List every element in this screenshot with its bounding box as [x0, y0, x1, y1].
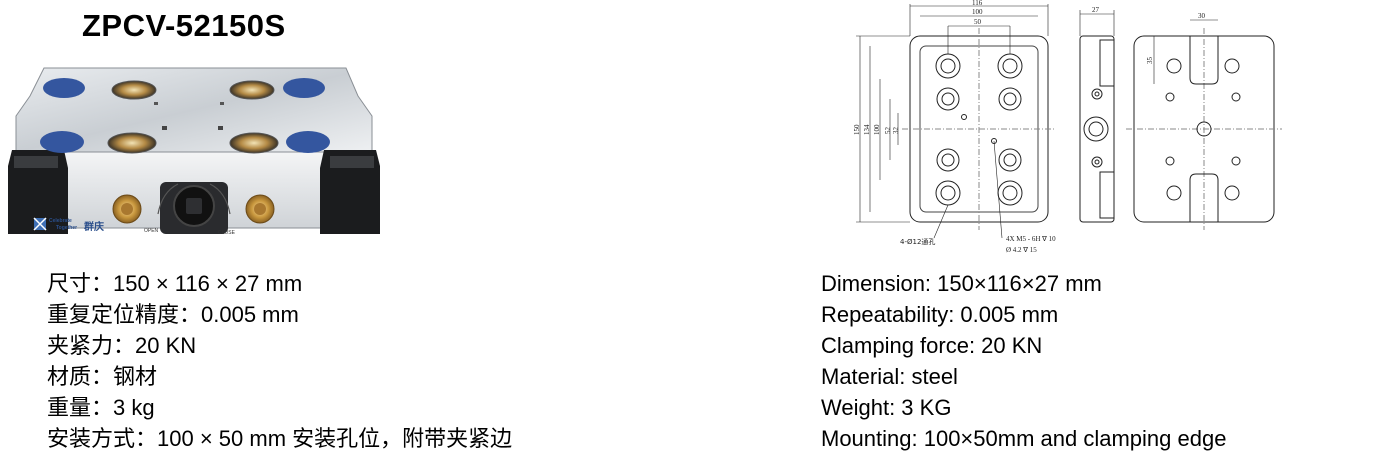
- spec-repeatability-en: Repeatability: 0.005 mm: [821, 302, 1059, 327]
- specs-english: Dimension: 150×116×27 mm Repeatability: …: [821, 268, 1226, 454]
- svg-text:52: 52: [884, 127, 892, 135]
- bore: [111, 80, 157, 100]
- bore: [229, 80, 275, 100]
- svg-text:35: 35: [1146, 57, 1154, 65]
- technical-drawing: 116 100 50 27 30 35 150 134 100 52 32 4-…: [853, 0, 1282, 254]
- blue-pad: [43, 78, 85, 98]
- blue-pad: [40, 131, 84, 153]
- spec-material-zh: 材质：钢材: [47, 364, 158, 389]
- spec-material-en: Material: steel: [821, 364, 958, 389]
- svg-text:50: 50: [974, 18, 982, 26]
- spec-clamping-force-zh: 夹紧力：20 KN: [47, 333, 197, 358]
- spec-mounting-en: Mounting: 100×50mm and clamping edge: [821, 426, 1227, 451]
- svg-text:134: 134: [863, 124, 871, 135]
- bore: [229, 132, 279, 154]
- brand-logo: Celebrate Together 群庆: [33, 217, 104, 233]
- specs-chinese: 尺寸：150 × 116 × 27 mm 重复定位精度：0.005 mm 夹紧力…: [47, 268, 512, 454]
- svg-text:32: 32: [892, 127, 900, 135]
- blue-pad: [283, 78, 325, 98]
- clamp-left: [8, 150, 68, 234]
- spec-dimension-zh: 尺寸：150 × 116 × 27 mm: [47, 271, 303, 296]
- svg-text:Together: Together: [56, 225, 77, 231]
- svg-text:4X M5 - 6H ∇ 10: 4X M5 - 6H ∇ 10: [1006, 235, 1056, 243]
- svg-text:30: 30: [1198, 12, 1206, 20]
- svg-text:4-Ø12通孔: 4-Ø12通孔: [900, 237, 935, 246]
- spec-mounting-zh: 安装方式：100 × 50 mm 安装孔位，附带夹紧边: [47, 426, 513, 451]
- spec-dimension-en: Dimension: 150×116×27 mm: [821, 271, 1102, 296]
- spec-repeatability-zh: 重复定位精度：0.005 mm: [47, 302, 299, 327]
- product-title: ZPCV-52150S: [82, 8, 286, 43]
- svg-text:群庆: 群庆: [84, 220, 104, 233]
- product-photo: OPEN CLOSE Celebrate Together 群庆: [8, 67, 380, 236]
- svg-text:100: 100: [873, 124, 881, 135]
- svg-text:100: 100: [972, 8, 983, 16]
- svg-text:Ø 4.2 ∇ 15: Ø 4.2 ∇ 15: [1006, 246, 1037, 254]
- close-label: CLOSE: [218, 230, 236, 236]
- spec-weight-zh: 重量：3 kg: [47, 395, 155, 420]
- bore: [107, 132, 157, 154]
- svg-text:Celebrate: Celebrate: [49, 218, 72, 224]
- svg-text:27: 27: [1092, 6, 1100, 14]
- spec-weight-en: Weight: 3 KG: [821, 395, 952, 420]
- svg-text:116: 116: [972, 0, 983, 7]
- blue-pad: [286, 131, 330, 153]
- spec-clamping-force-en: Clamping force: 20 KN: [821, 333, 1043, 358]
- clamp-right: [320, 150, 380, 234]
- side-view: [1079, 35, 1115, 223]
- svg-text:150: 150: [853, 124, 861, 135]
- open-label: OPEN: [144, 228, 159, 234]
